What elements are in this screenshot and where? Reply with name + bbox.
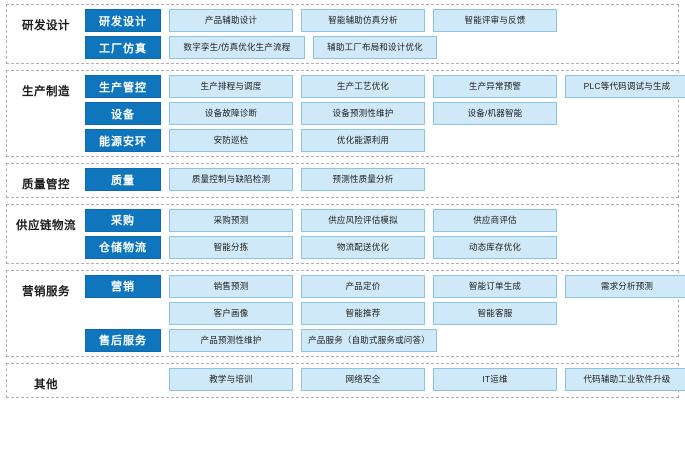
section: 营销服务营销销售预测产品定价智能订单生成需求分析预测客户画像智能推荐智能客服售后… [6, 269, 685, 357]
matrix-row: 设备设备故障诊断设备预测性维护设备/机器智能 [85, 102, 685, 125]
capability-card[interactable]: 产品辅助设计 [169, 9, 293, 32]
capability-card[interactable]: 智能分拣 [169, 235, 293, 259]
capability-card[interactable]: 产品预测性维护 [169, 328, 293, 352]
matrix-row: 营销销售预测产品定价智能订单生成需求分析预测 [85, 274, 685, 298]
section-label: 生产制造 [22, 86, 70, 98]
capability-card[interactable]: 供应商评估 [433, 208, 557, 232]
category-button[interactable]: 售后服务 [85, 328, 161, 352]
capability-card[interactable]: 物流配送优化 [301, 235, 425, 259]
category-button[interactable]: 设备 [85, 102, 161, 125]
capability-card[interactable]: 智能客服 [433, 301, 557, 325]
capability-list: 质量控制与缺陷检测预测性质量分析 [169, 168, 676, 191]
capability-card[interactable]: 供应风险评估模拟 [301, 208, 425, 232]
section: 供应链物流采购采购预测供应风险评估模拟供应商评估仓储物流智能分拣物流配送优化动态… [6, 203, 679, 264]
category-button[interactable]: 仓储物流 [85, 235, 161, 259]
section: 研发设计研发设计产品辅助设计智能辅助仿真分析智能评审与反馈工厂仿真数字孪生/仿真… [6, 4, 679, 64]
capability-card[interactable]: 采购预测 [169, 208, 293, 232]
capability-list: 教学与培训网络安全 IT运维代码辅助工业软件升级 [169, 367, 685, 391]
capability-card[interactable]: 智能推荐 [301, 301, 425, 325]
capability-card[interactable]: 动态库存优化 [433, 235, 557, 259]
category-button[interactable]: 生产管控 [85, 75, 161, 98]
capability-card[interactable]: 预测性质量分析 [301, 168, 425, 191]
matrix-row: 教学与培训网络安全 IT运维代码辅助工业软件升级 [85, 367, 685, 391]
capability-card[interactable]: 客户画像 [169, 301, 293, 325]
capability-card[interactable]: 设备/机器智能 [433, 102, 557, 125]
capability-card[interactable]: 生产排程与调度 [169, 75, 293, 98]
section-rows: 质量质量控制与缺陷检测预测性质量分析 [85, 168, 676, 191]
capability-card[interactable]: 智能评审与反馈 [433, 9, 557, 32]
matrix-row: 工厂仿真数字孪生/仿真优化生产流程辅助工厂布局和设计优化 [85, 36, 676, 59]
capability-card[interactable]: 销售预测 [169, 274, 293, 298]
matrix-row: 质量质量控制与缺陷检测预测性质量分析 [85, 168, 676, 191]
matrix-row: 生产管控生产排程与调度生产工艺优化生产异常预警 PLC等代码调试与生成 [85, 75, 685, 98]
capability-list: 生产排程与调度生产工艺优化生产异常预警 PLC等代码调试与生成 [169, 75, 685, 98]
matrix-row: 采购采购预测供应风险评估模拟供应商评估 [85, 208, 676, 232]
capability-list: 智能分拣物流配送优化动态库存优化 [169, 235, 676, 259]
category-button[interactable]: 质量 [85, 168, 161, 191]
section-label: 其他 [34, 378, 58, 391]
capability-card[interactable]: 代码辅助工业软件升级 [565, 367, 685, 391]
capability-list: 数字孪生/仿真优化生产流程辅助工厂布局和设计优化 [169, 36, 676, 59]
category-placeholder [85, 368, 161, 391]
matrix-row: 能源安环安防巡检优化能源利用 [85, 129, 685, 152]
section-label: 研发设计 [22, 20, 70, 32]
capability-list: 安防巡检优化能源利用 [169, 129, 685, 152]
capability-card[interactable]: 安防巡检 [169, 129, 293, 152]
capability-list: 产品预测性维护产品服务（自助式服务或问答） [169, 328, 685, 352]
capability-list: 销售预测产品定价智能订单生成需求分析预测 [169, 274, 685, 298]
capability-card[interactable]: 教学与培训 [169, 367, 293, 391]
capability-card[interactable]: 质量控制与缺陷检测 [169, 168, 293, 191]
category-button[interactable]: 营销 [85, 274, 161, 298]
category-placeholder [85, 302, 161, 325]
capability-card[interactable]: 设备故障诊断 [169, 102, 293, 125]
section-rows: 采购采购预测供应风险评估模拟供应商评估仓储物流智能分拣物流配送优化动态库存优化 [85, 208, 676, 259]
category-button[interactable]: 采购 [85, 208, 161, 232]
capability-card[interactable]: 智能订单生成 [433, 274, 557, 298]
section-rows: 生产管控生产排程与调度生产工艺优化生产异常预警 PLC等代码调试与生成设备设备故障… [85, 75, 685, 152]
section-rows: 营销销售预测产品定价智能订单生成需求分析预测客户画像智能推荐智能客服售后服务产品… [85, 274, 685, 352]
capability-card[interactable]: 产品定价 [301, 274, 425, 298]
matrix-row: 售后服务产品预测性维护产品服务（自助式服务或问答） [85, 328, 685, 352]
section: 其他 教学与培训网络安全 IT运维代码辅助工业软件升级 [6, 362, 685, 398]
section-rows: 研发设计产品辅助设计智能辅助仿真分析智能评审与反馈工厂仿真数字孪生/仿真优化生产… [85, 9, 676, 59]
section-label: 营销服务 [22, 285, 70, 298]
section-rows: 教学与培训网络安全 IT运维代码辅助工业软件升级 [85, 367, 685, 391]
capability-card[interactable]: 数字孪生/仿真优化生产流程 [169, 36, 305, 59]
category-button[interactable]: 工厂仿真 [85, 36, 161, 59]
capability-list: 设备故障诊断设备预测性维护设备/机器智能 [169, 102, 685, 125]
capability-card[interactable]: PLC等代码调试与生成 [565, 75, 685, 98]
capability-card[interactable]: 辅助工厂布局和设计优化 [313, 36, 437, 59]
category-button[interactable]: 研发设计 [85, 9, 161, 32]
capability-card[interactable]: 网络安全 [301, 367, 425, 391]
category-button[interactable]: 能源安环 [85, 129, 161, 152]
capability-list: 客户画像智能推荐智能客服 [169, 301, 685, 325]
matrix-row: 仓储物流智能分拣物流配送优化动态库存优化 [85, 235, 676, 259]
section-label: 质量管控 [22, 179, 70, 191]
capability-card[interactable]: 需求分析预测 [565, 274, 685, 298]
capability-list: 采购预测供应风险评估模拟供应商评估 [169, 208, 676, 232]
matrix-row: 客户画像智能推荐智能客服 [85, 301, 685, 325]
section: 质量管控 质量质量控制与缺陷检测预测性质量分析 [6, 163, 679, 198]
capability-card[interactable]: IT运维 [433, 367, 557, 391]
capability-card[interactable]: 智能辅助仿真分析 [301, 9, 425, 32]
capability-card[interactable]: 设备预测性维护 [301, 102, 425, 125]
capability-card[interactable]: 优化能源利用 [301, 129, 425, 152]
capability-card[interactable]: 生产异常预警 [433, 75, 557, 98]
capability-card[interactable]: 生产工艺优化 [301, 75, 425, 98]
section-label: 供应链物流 [16, 219, 76, 232]
capability-card[interactable]: 产品服务（自助式服务或问答） [301, 328, 437, 352]
matrix-row: 研发设计产品辅助设计智能辅助仿真分析智能评审与反馈 [85, 9, 676, 32]
capability-list: 产品辅助设计智能辅助仿真分析智能评审与反馈 [169, 9, 676, 32]
